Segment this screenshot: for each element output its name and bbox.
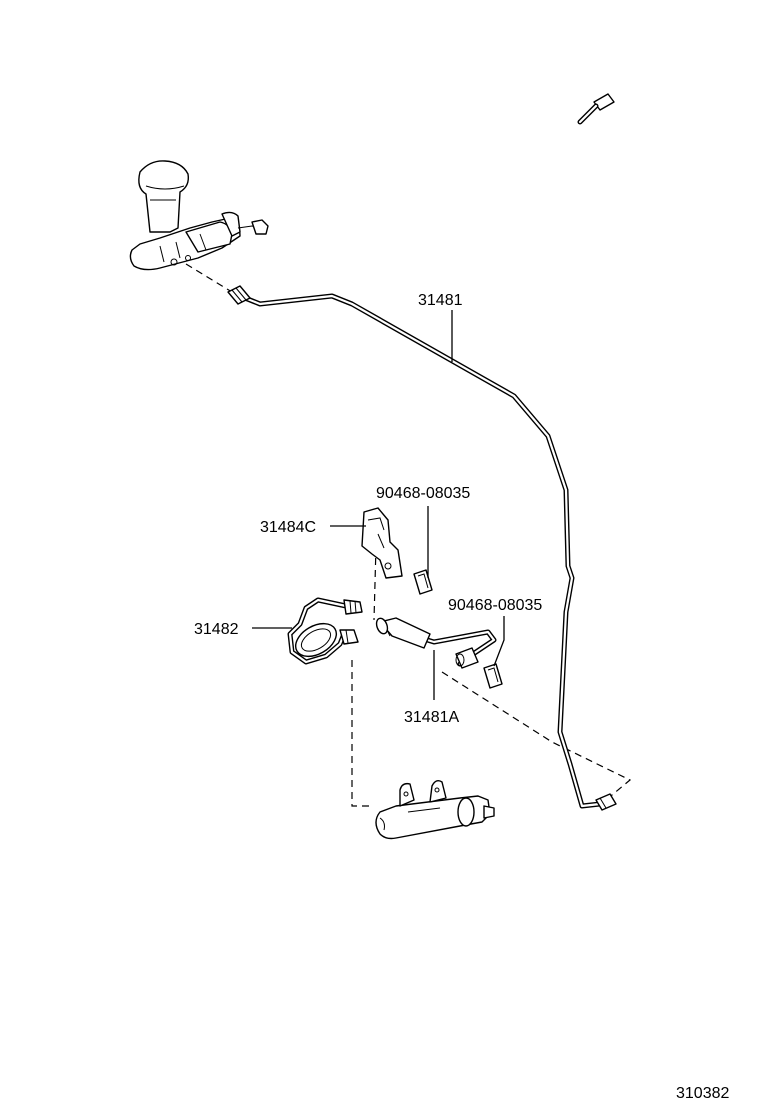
flexible-hose: [287, 597, 363, 665]
label-hose-pipe: 31481A: [404, 709, 459, 726]
label-clip-upper: 90468-08035: [376, 485, 470, 502]
diagram-code: 310382: [676, 1085, 729, 1102]
clutch-release-cylinder: [375, 779, 495, 840]
hose-clip-upper: [413, 569, 433, 595]
pipe-bracket: [361, 507, 403, 579]
clutch-hose-pipe: [375, 617, 497, 669]
assembly-guide-lines: [185, 263, 632, 807]
label-flexible-hose: 31482: [194, 621, 239, 638]
clutch-master-cylinder: [129, 160, 269, 271]
label-pipe-bracket: 31484C: [260, 519, 316, 536]
hose-clip-lower: [483, 663, 503, 689]
clutch-pipe: [227, 93, 617, 811]
label-clip-lower: 90468-08035: [448, 597, 542, 614]
label-clutch-pipe: 31481: [418, 292, 463, 309]
leader-lines: [252, 310, 505, 700]
